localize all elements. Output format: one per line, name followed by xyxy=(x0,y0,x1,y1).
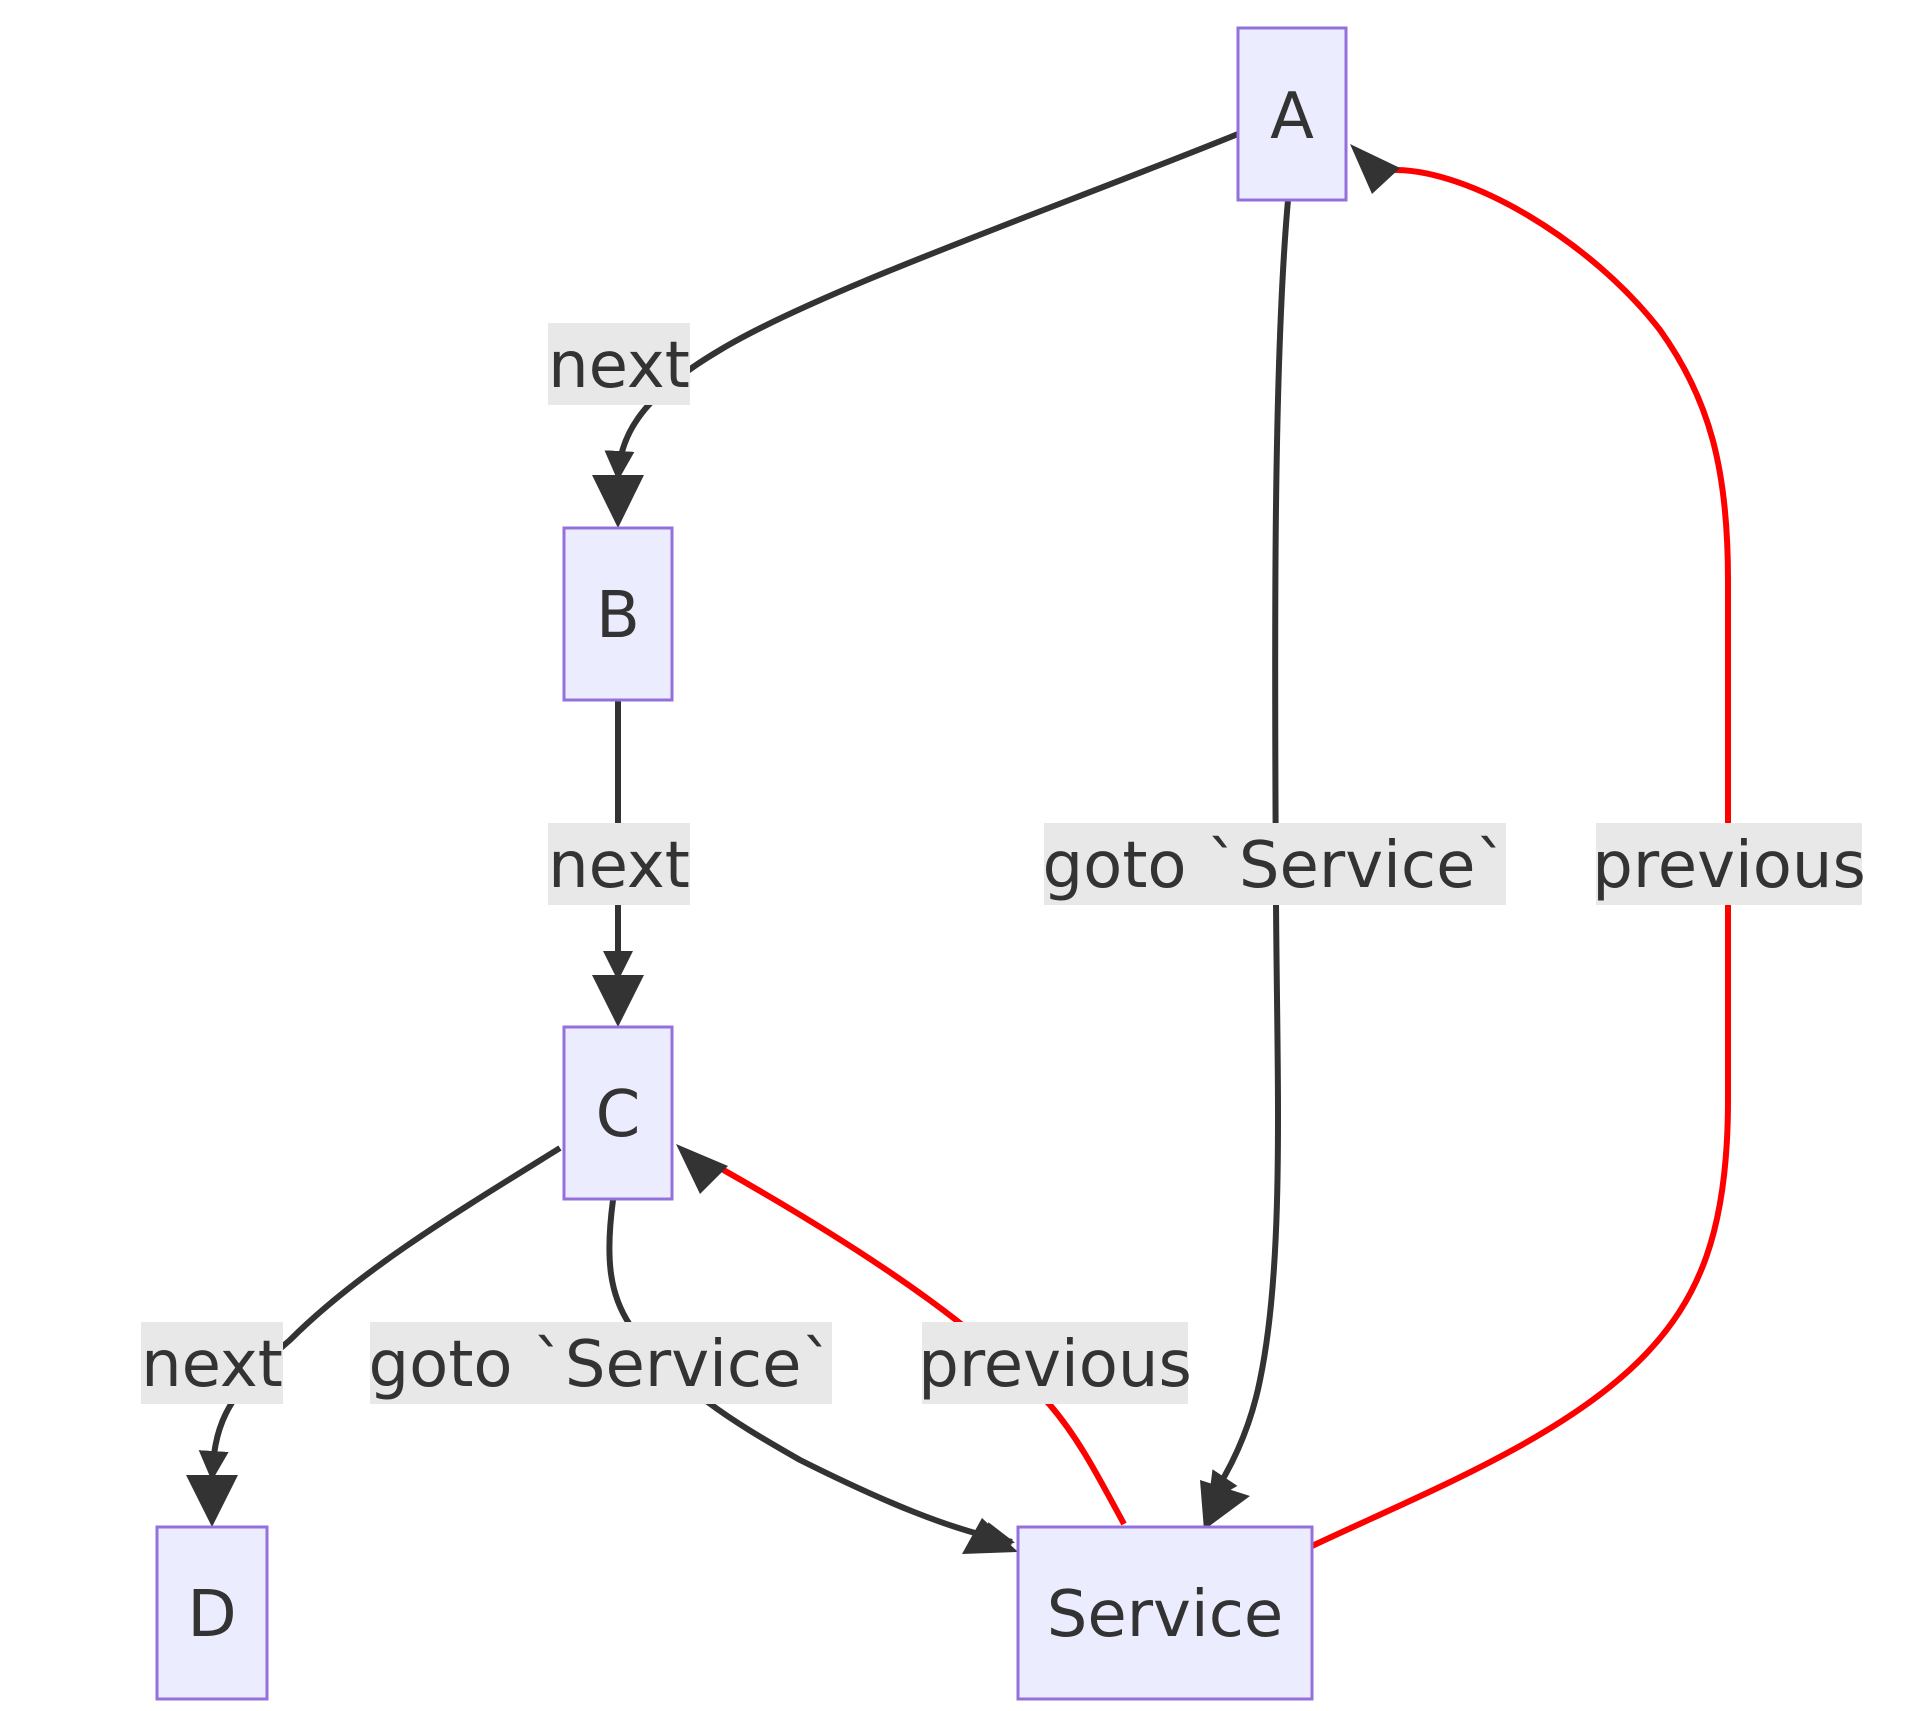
edge-a-to-service xyxy=(1207,199,1291,1503)
svg-text:next: next xyxy=(141,1328,283,1402)
node-c: C xyxy=(562,1025,674,1201)
edge-label-a-service: goto `Service` xyxy=(1043,823,1508,905)
svg-text:B: B xyxy=(596,579,640,653)
edge-label-a-b: next xyxy=(548,323,690,405)
edge-c-to-service xyxy=(606,1199,1015,1552)
svg-text:A: A xyxy=(1270,80,1314,154)
svg-text:D: D xyxy=(187,1578,236,1652)
edge-a-to-b xyxy=(604,131,1240,481)
arrowhead-c-from-service xyxy=(676,1144,728,1194)
svg-text:previous: previous xyxy=(1592,829,1866,903)
node-service: Service xyxy=(1016,1525,1314,1701)
arrowhead-a-from-service xyxy=(1350,144,1400,194)
arrowhead-service-from-c xyxy=(962,1518,1018,1554)
svg-text:C: C xyxy=(596,1078,641,1152)
node-b: B xyxy=(562,526,674,702)
node-a: A xyxy=(1236,26,1348,202)
edge-label-b-c: next xyxy=(548,823,690,905)
edge-label-c-d: next xyxy=(141,1322,283,1404)
svg-text:goto `Service`: goto `Service` xyxy=(1043,829,1508,903)
arrowhead-b xyxy=(592,475,644,528)
edge-label-service-a: previous xyxy=(1592,823,1866,905)
arrowhead-service-from-a xyxy=(1200,1480,1250,1530)
svg-text:Service: Service xyxy=(1047,1578,1284,1652)
svg-text:previous: previous xyxy=(918,1328,1192,1402)
edge-label-service-c: previous xyxy=(918,1322,1192,1404)
edge-label-c-service: goto `Service` xyxy=(369,1322,834,1404)
svg-text:goto `Service`: goto `Service` xyxy=(369,1328,834,1402)
svg-text:next: next xyxy=(548,829,690,903)
edge-c-to-d xyxy=(198,1145,562,1481)
node-d: D xyxy=(155,1525,269,1701)
edge-service-to-a xyxy=(1310,167,1731,1549)
arrowhead-d xyxy=(186,1475,238,1527)
svg-text:next: next xyxy=(548,329,690,403)
arrowhead-c xyxy=(592,975,644,1027)
